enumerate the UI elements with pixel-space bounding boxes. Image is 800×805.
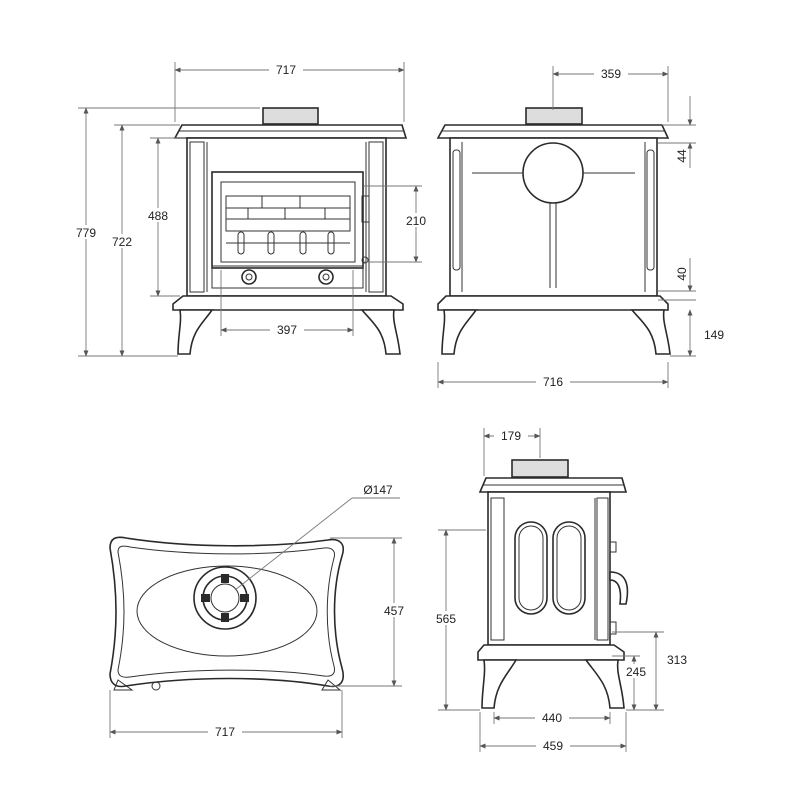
dim-side-leg-span: 440 bbox=[542, 711, 562, 725]
dim-front-firebox-height: 488 bbox=[148, 209, 168, 223]
dim-front-total-height: 779 bbox=[76, 226, 96, 240]
dim-rear-width: 716 bbox=[543, 375, 563, 389]
dim-front-door-width: 397 bbox=[277, 323, 297, 337]
rear-dimensions: 359 44 40 149 716 bbox=[437, 66, 728, 389]
dim-side-flue-offset: 179 bbox=[501, 429, 521, 443]
dim-rear-flue-to-bottom: 40 bbox=[675, 267, 689, 281]
top-dimensions: Ø147 457 717 bbox=[109, 483, 410, 739]
front-view bbox=[172, 107, 408, 355]
dim-front-width: 717 bbox=[276, 63, 296, 77]
dim-side-outlet-high: 313 bbox=[667, 653, 687, 667]
dim-rear-leg-height: 149 bbox=[704, 328, 724, 342]
dim-side-depth: 459 bbox=[543, 739, 563, 753]
dim-front-body-height: 722 bbox=[112, 235, 132, 249]
dim-top-flue-diameter: Ø147 bbox=[363, 483, 393, 497]
side-view bbox=[477, 459, 629, 709]
top-view bbox=[109, 536, 344, 691]
dim-front-door-height: 210 bbox=[406, 214, 426, 228]
front-dimensions: 717 779 722 488 210 397 bbox=[70, 62, 432, 357]
dim-side-outlet-low: 245 bbox=[626, 665, 646, 679]
dim-top-depth: 457 bbox=[384, 604, 404, 618]
dim-rear-flue-offset: 359 bbox=[601, 67, 621, 81]
dim-side-body-height: 565 bbox=[436, 612, 456, 626]
rear-view bbox=[436, 107, 671, 355]
side-dimensions: 179 565 313 245 440 459 bbox=[430, 428, 694, 753]
dim-rear-top-to-flue: 44 bbox=[675, 149, 689, 163]
dim-top-width: 717 bbox=[215, 725, 235, 739]
